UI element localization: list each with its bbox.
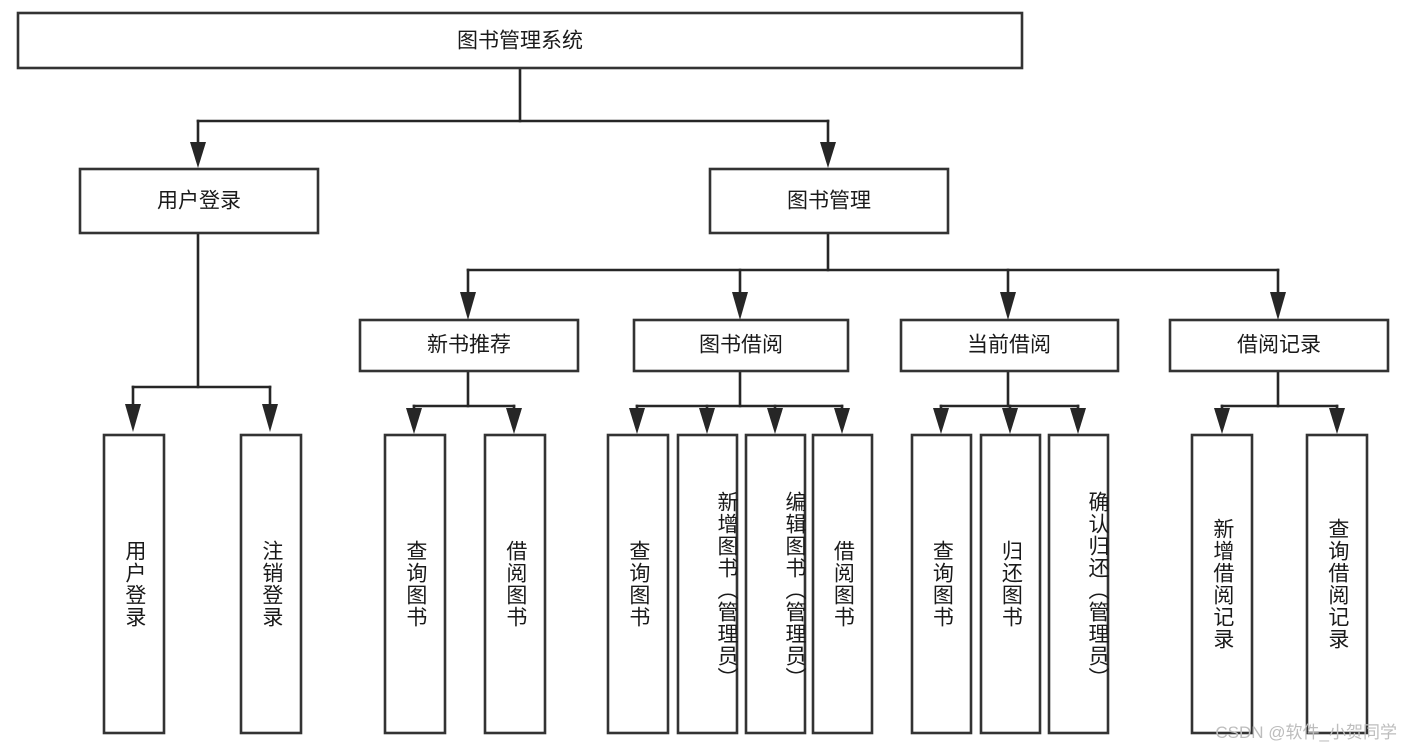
node-box-borrow-record[interactable] xyxy=(1168,318,1390,373)
node-box-leaf-2[interactable] xyxy=(383,433,447,735)
horizontal-labels-layer: 图书管理系统 用户登录 图书管理 新书推荐 图书借阅 当前借阅 借阅记录 xyxy=(157,30,1321,357)
arrow-borrow-record xyxy=(1270,292,1286,320)
node-label-book-manage: 图书管理 xyxy=(787,190,871,213)
node-box-leaf-11[interactable] xyxy=(1190,433,1254,735)
arrow-new-book xyxy=(460,292,476,320)
arrow-leaf-user-login xyxy=(125,404,141,432)
node-box-leaf-7[interactable] xyxy=(811,433,874,735)
node-box-leaf-6[interactable] xyxy=(744,433,807,735)
node-label-user-login: 用户登录 xyxy=(157,190,241,213)
arrow-cb-leaf-2 xyxy=(1002,408,1018,434)
node-label-root: 图书管理系统 xyxy=(457,30,583,53)
node-box-leaf-0[interactable] xyxy=(102,433,166,735)
node-box-current-borrow[interactable] xyxy=(899,318,1120,373)
arrow-book-borrow xyxy=(732,292,748,320)
node-box-new-book-recommend[interactable] xyxy=(358,318,580,373)
arrow-cb-leaf-1 xyxy=(933,408,949,434)
edges-layer xyxy=(125,66,1345,434)
arrow-user-login xyxy=(190,142,206,168)
arrow-br-leaf-1 xyxy=(1214,408,1230,434)
arrow-cb-leaf-3 xyxy=(1070,408,1086,434)
node-box-leaf-1[interactable] xyxy=(239,433,303,735)
arrow-nb-leaf-1 xyxy=(406,408,422,434)
node-box-leaf-5[interactable] xyxy=(676,433,739,735)
csdn-watermark: CSDN @软件_小贺同学 xyxy=(1215,723,1397,742)
node-box-leaf-9[interactable] xyxy=(979,433,1042,735)
arrow-current-borrow xyxy=(1000,292,1016,320)
node-box-user-login[interactable] xyxy=(78,167,320,235)
arrow-bb-leaf-3 xyxy=(767,408,783,434)
arrow-bb-leaf-1 xyxy=(629,408,645,434)
nodes-layer xyxy=(16,11,1390,735)
arrow-leaf-logout xyxy=(262,404,278,432)
node-label-book-borrow: 图书借阅 xyxy=(699,334,783,357)
arrow-book-manage xyxy=(820,142,836,168)
node-label-borrow-record: 借阅记录 xyxy=(1237,334,1321,357)
node-box-root[interactable] xyxy=(16,11,1024,70)
arrow-nb-leaf-2 xyxy=(506,408,522,434)
arrow-br-leaf-2 xyxy=(1329,408,1345,434)
node-box-leaf-8[interactable] xyxy=(910,433,973,735)
arrow-bb-leaf-2 xyxy=(699,408,715,434)
node-box-leaf-10[interactable] xyxy=(1047,433,1110,735)
node-box-leaf-3[interactable] xyxy=(483,433,547,735)
node-box-book-borrow[interactable] xyxy=(632,318,850,373)
node-label-current-borrow: 当前借阅 xyxy=(967,334,1051,357)
node-label-new-book-recommend: 新书推荐 xyxy=(427,334,511,357)
node-box-book-manage[interactable] xyxy=(708,167,950,235)
node-box-leaf-4[interactable] xyxy=(606,433,670,735)
node-box-leaf-12[interactable] xyxy=(1305,433,1369,735)
arrow-bb-leaf-4 xyxy=(834,408,850,434)
